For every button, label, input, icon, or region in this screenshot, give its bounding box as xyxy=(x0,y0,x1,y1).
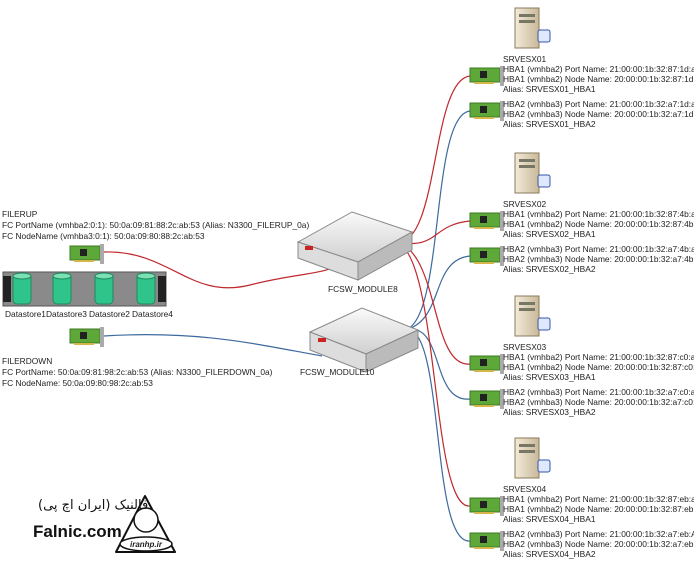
hba-info: Alias: SRVESX04_HBA2 xyxy=(503,549,596,559)
fc-cable xyxy=(103,251,341,289)
hba-info: HBA2 (vmhba3) Node Name: 20:00:00:1b:32:… xyxy=(503,397,694,407)
server-name: SRVESX04 xyxy=(503,484,546,494)
server-icon xyxy=(514,437,551,479)
datastore-label: Datastore4 xyxy=(132,309,173,319)
fc-cable xyxy=(394,75,471,243)
hba-info: HBA1 (vmhba2) Port Name: 21:00:00:1b:32:… xyxy=(503,64,694,74)
filerup-title: FILERUP xyxy=(2,209,38,219)
hba-info: Alias: SRVESX04_HBA1 xyxy=(503,514,596,524)
svg-text:iranhp.ir: iranhp.ir xyxy=(130,540,163,549)
fc-cable xyxy=(103,334,323,357)
datastore-label: Datastore3 xyxy=(46,309,87,319)
hba-info: HBA2 (vmhba3) Port Name: 21:00:00:1b:32:… xyxy=(503,244,694,254)
server-name: SRVESX02 xyxy=(503,199,546,209)
hba-card-icon xyxy=(469,495,505,517)
hba-card-icon xyxy=(469,100,505,122)
iranhp-emblem: iranhp.ir xyxy=(115,495,176,553)
server-name: SRVESX03 xyxy=(503,342,546,352)
hba-info: HBA1 (vmhba2) Port Name: 21:00:00:1b:32:… xyxy=(503,494,694,504)
hba-info: HBA2 (vmhba3) Port Name: 21:00:00:1b:32:… xyxy=(503,387,694,397)
hba-info: HBA2 (vmhba3) Node Name: 20:00:00:1b:32:… xyxy=(503,254,694,264)
logo-site: Falnic.com xyxy=(33,522,122,541)
hba-info: Alias: SRVESX01_HBA1 xyxy=(503,84,596,94)
switch-label: FCSW_MODULE10 xyxy=(300,367,375,377)
hba-info: Alias: SRVESX01_HBA2 xyxy=(503,119,596,129)
server-name: SRVESX01 xyxy=(503,54,546,64)
hba-info: HBA1 (vmhba2) Node Name: 20:00:00:1b:32:… xyxy=(503,504,694,514)
hba-info: HBA1 (vmhba2) Node Name: 20:00:00:1b:32:… xyxy=(503,219,694,229)
hba-info: Alias: SRVESX03_HBA1 xyxy=(503,372,596,382)
fc-cable xyxy=(404,110,471,331)
hba-info: HBA2 (vmhba3) Node Name: 20:00:00:1b:32:… xyxy=(503,109,694,119)
switch-icon xyxy=(308,307,420,373)
server-icon xyxy=(514,152,551,194)
hba-card-icon xyxy=(469,245,505,267)
hba-info: HBA2 (vmhba3) Port Name: 21:00:00:1b:32:… xyxy=(503,529,694,539)
logo-arabic: فالنیک (ایران اچ پی) xyxy=(38,498,149,513)
filerdown-port: FC PortName: 50:0a:09:81:98:2c:ab:53 (Al… xyxy=(2,367,273,377)
hba-info: HBA1 (vmhba2) Node Name: 20:00:00:1b:32:… xyxy=(503,74,694,84)
switch-icon xyxy=(296,211,414,281)
server-icon xyxy=(514,7,551,49)
filerup-node: FC NodeName (vmhba3:0:1): 50:0a:09:80:88… xyxy=(2,231,205,241)
hba-card-icon xyxy=(69,243,105,265)
filerdown-title: FILERDOWN xyxy=(2,356,52,366)
hba-info: HBA2 (vmhba3) Port Name: 21:00:00:1b:32:… xyxy=(503,99,694,109)
server-icon xyxy=(514,295,551,337)
hba-info: HBA1 (vmhba2) Port Name: 21:00:00:1b:32:… xyxy=(503,209,694,219)
hba-card-icon xyxy=(469,210,505,232)
hba-card-icon xyxy=(469,530,505,552)
fc-cable xyxy=(404,255,471,331)
hba-card-icon xyxy=(469,65,505,87)
datastore-label: Datastore2 xyxy=(89,309,130,319)
hba-card-icon xyxy=(469,353,505,375)
hba-info: Alias: SRVESX02_HBA2 xyxy=(503,264,596,274)
datastore-disk-icon xyxy=(12,272,32,305)
filerup-port: FC PortName (vmhba2:0:1): 50:0a:09:81:88… xyxy=(2,220,309,230)
hba-card-icon xyxy=(469,388,505,410)
fc-cable xyxy=(394,241,471,507)
datastore-disk-icon xyxy=(94,272,114,305)
datastore-disk-icon xyxy=(136,272,156,305)
hba-card-icon xyxy=(69,326,105,348)
hba-info: Alias: SRVESX03_HBA2 xyxy=(503,407,596,417)
hba-info: Alias: SRVESX02_HBA1 xyxy=(503,229,596,239)
hba-info: HBA1 (vmhba2) Node Name: 20:00:00:1b:32:… xyxy=(503,362,694,372)
filerdown-node: FC NodeName: 50:0a:09:80:98:2c:ab:53 xyxy=(2,378,153,388)
hba-info: HBA1 (vmhba2) Port Name: 21:00:00:1b:32:… xyxy=(503,352,694,362)
switch-label: FCSW_MODULE8 xyxy=(328,284,398,294)
datastore-disk-icon xyxy=(52,272,72,305)
hba-info: HBA2 (vmhba3) Node Name: 20:00:00:1b:32:… xyxy=(503,539,694,549)
datastore-label: Datastore1 xyxy=(5,309,46,319)
